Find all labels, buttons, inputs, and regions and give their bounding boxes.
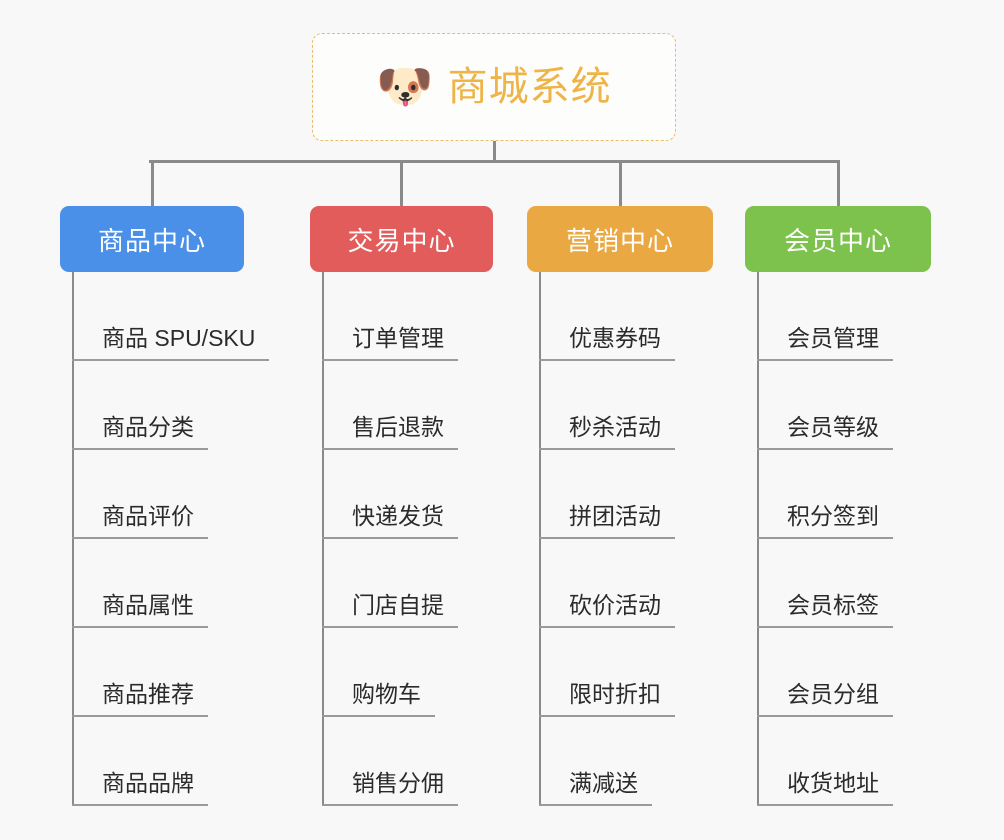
- leaf-item[interactable]: 会员等级: [745, 361, 931, 450]
- leaf-list-1: 商品 SPU/SKU 商品分类商品评价商品属性商品推荐商品品牌: [60, 272, 270, 806]
- category-column-4: 会员中心会员管理会员等级积分签到会员标签会员分组收货地址: [745, 162, 931, 806]
- leaf-item-label: 商品品牌: [72, 769, 208, 806]
- leaf-item-label: 商品评价: [72, 502, 208, 539]
- leaf-item[interactable]: 拼团活动: [527, 450, 713, 539]
- leaf-item-label: 拼团活动: [539, 502, 675, 539]
- connector-spine-2: [322, 272, 324, 806]
- leaf-item-label: 会员分组: [757, 680, 893, 717]
- leaf-item[interactable]: 限时折扣: [527, 628, 713, 717]
- leaf-item-label: 会员等级: [757, 413, 893, 450]
- leaf-item[interactable]: 购物车: [310, 628, 493, 717]
- root-node[interactable]: 🐶 商城系统: [312, 33, 676, 141]
- leaf-item[interactable]: 会员标签: [745, 539, 931, 628]
- category-header-label: 商品中心: [97, 225, 206, 256]
- category-header-label: 交易中心: [347, 225, 456, 256]
- leaf-item-label: 商品 SPU/SKU: [72, 324, 270, 361]
- leaf-list-4: 会员管理会员等级积分签到会员标签会员分组收货地址: [745, 272, 931, 806]
- leaf-item[interactable]: 销售分佣: [310, 717, 493, 806]
- leaf-item[interactable]: 门店自提: [310, 539, 493, 628]
- connector-drop-1: [150, 162, 154, 206]
- connector-drop-2: [400, 162, 403, 206]
- category-header-1[interactable]: 商品中心: [60, 206, 244, 272]
- leaf-item[interactable]: 售后退款: [310, 361, 493, 450]
- connector-spine-3: [539, 272, 541, 806]
- leaf-item-label: 砍价活动: [539, 591, 675, 628]
- connector-drop-3: [618, 162, 622, 206]
- leaf-item[interactable]: 商品属性: [60, 539, 244, 628]
- leaf-item-label: 优惠券码: [539, 324, 675, 361]
- leaf-item[interactable]: 秒杀活动: [527, 361, 713, 450]
- category-header-3[interactable]: 营销中心: [527, 206, 713, 272]
- leaf-item-label: 收货地址: [757, 769, 893, 806]
- leaf-item[interactable]: 商品分类: [60, 361, 244, 450]
- leaf-item[interactable]: 会员管理: [745, 272, 931, 361]
- category-header-label: 会员中心: [783, 225, 892, 256]
- category-column-2: 交易中心订单管理售后退款快递发货门店自提购物车销售分佣: [310, 162, 493, 806]
- shiba-dog-face-icon: 🐶: [376, 60, 434, 112]
- connector-spine-4: [757, 272, 759, 806]
- leaf-item-label: 售后退款: [322, 413, 458, 450]
- leaf-list-3: 优惠券码秒杀活动拼团活动砍价活动限时折扣满减送: [527, 272, 713, 806]
- connector-horizontal-bus: [149, 160, 840, 163]
- root-title: 商城系统: [447, 65, 612, 109]
- leaf-item[interactable]: 积分签到: [745, 450, 931, 539]
- category-header-2[interactable]: 交易中心: [310, 206, 493, 272]
- connector-spine-1: [72, 272, 74, 806]
- leaf-item-label: 会员标签: [757, 591, 893, 628]
- connector-root-stem: [493, 141, 496, 162]
- leaf-item[interactable]: 收货地址: [745, 717, 931, 806]
- leaf-item-label: 快递发货: [322, 502, 458, 539]
- leaf-item-label: 销售分佣: [322, 769, 458, 806]
- leaf-item-label: 购物车: [322, 680, 435, 717]
- leaf-item[interactable]: 商品评价: [60, 450, 244, 539]
- leaf-item[interactable]: 商品品牌: [60, 717, 244, 806]
- leaf-item-label: 满减送: [539, 769, 652, 806]
- category-column-3: 营销中心优惠券码秒杀活动拼团活动砍价活动限时折扣满减送: [527, 162, 713, 806]
- leaf-item-label: 商品分类: [72, 413, 208, 450]
- connector-drop-4: [836, 162, 840, 206]
- leaf-item[interactable]: 商品推荐: [60, 628, 244, 717]
- leaf-item[interactable]: 满减送: [527, 717, 713, 806]
- leaf-item-label: 门店自提: [322, 591, 458, 628]
- leaf-item-label: 会员管理: [757, 324, 893, 361]
- leaf-item-label: 商品属性: [72, 591, 208, 628]
- leaf-item[interactable]: 商品 SPU/SKU: [60, 272, 270, 361]
- category-header-4[interactable]: 会员中心: [745, 206, 931, 272]
- leaf-item[interactable]: 会员分组: [745, 628, 931, 717]
- leaf-item-label: 限时折扣: [539, 680, 675, 717]
- leaf-item-label: 秒杀活动: [539, 413, 675, 450]
- leaf-item[interactable]: 快递发货: [310, 450, 493, 539]
- leaf-list-2: 订单管理售后退款快递发货门店自提购物车销售分佣: [310, 272, 493, 806]
- category-column-1: 商品中心商品 SPU/SKU 商品分类商品评价商品属性商品推荐商品品牌: [60, 162, 270, 806]
- leaf-item[interactable]: 订单管理: [310, 272, 493, 361]
- category-header-label: 营销中心: [565, 225, 674, 256]
- leaf-item-label: 订单管理: [322, 324, 458, 361]
- leaf-item-label: 商品推荐: [72, 680, 208, 717]
- leaf-item-label: 积分签到: [757, 502, 893, 539]
- leaf-item[interactable]: 优惠券码: [527, 272, 713, 361]
- leaf-item[interactable]: 砍价活动: [527, 539, 713, 628]
